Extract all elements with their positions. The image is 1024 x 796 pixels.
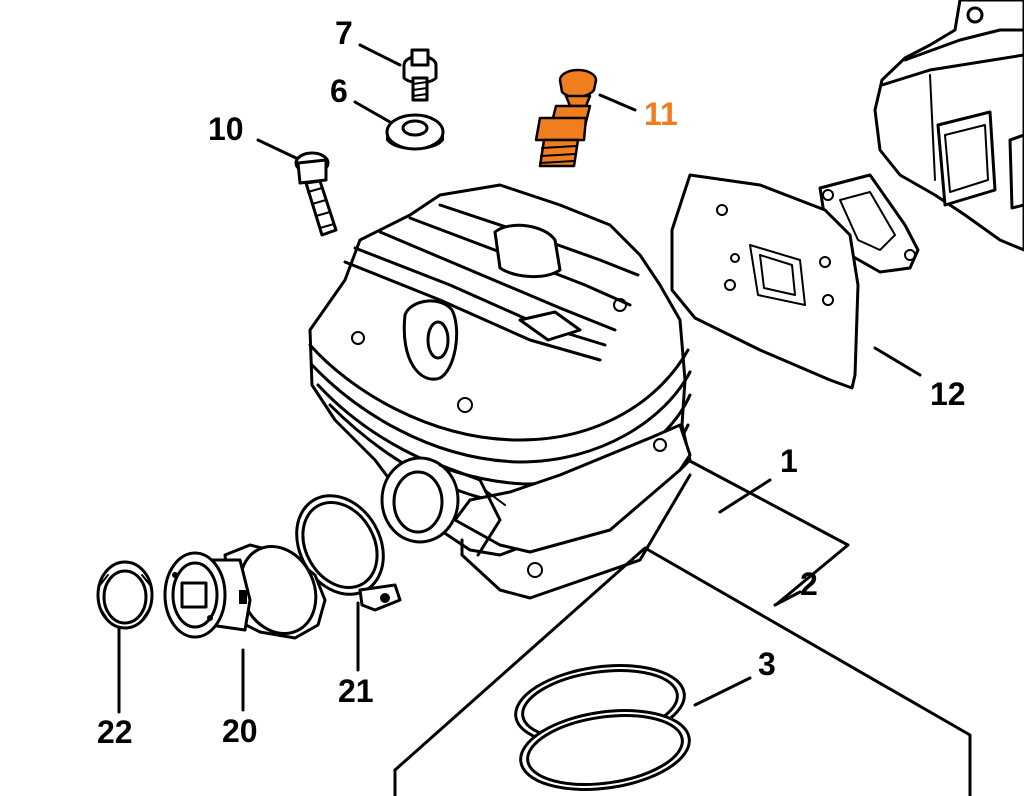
callout-2[interactable]: 2 <box>800 566 818 602</box>
leader-lines <box>117 43 922 714</box>
part-11-illustration[interactable] <box>534 68 598 168</box>
clamp-21-illustration[interactable] <box>279 480 402 612</box>
callout-3[interactable]: 3 <box>758 646 776 682</box>
callout-labels: 7 6 10 11 12 1 2 3 21 20 22 <box>97 15 966 750</box>
callout-10[interactable]: 10 <box>208 111 244 147</box>
plate-12-illustration[interactable] <box>670 173 860 390</box>
piston-rings-3-illustration[interactable] <box>511 656 695 796</box>
washer-6-illustration[interactable] <box>385 113 445 151</box>
callout-11[interactable]: 11 <box>644 96 678 132</box>
ring-22-illustration[interactable] <box>96 560 154 630</box>
callout-22[interactable]: 22 <box>97 714 133 750</box>
muffler-illustration[interactable] <box>873 0 1024 252</box>
callout-6[interactable]: 6 <box>330 73 348 109</box>
callout-21[interactable]: 21 <box>338 673 374 709</box>
screw-10-illustration[interactable] <box>294 151 338 237</box>
screw-7-illustration[interactable] <box>402 48 438 102</box>
callout-20[interactable]: 20 <box>222 713 258 749</box>
callout-1[interactable]: 1 <box>780 443 798 479</box>
callout-12[interactable]: 12 <box>930 376 966 412</box>
cylinder-illustration[interactable] <box>308 183 692 600</box>
callout-7[interactable]: 7 <box>335 15 353 51</box>
manifold-20-illustration[interactable] <box>163 534 330 646</box>
bracket-lines <box>393 458 972 796</box>
